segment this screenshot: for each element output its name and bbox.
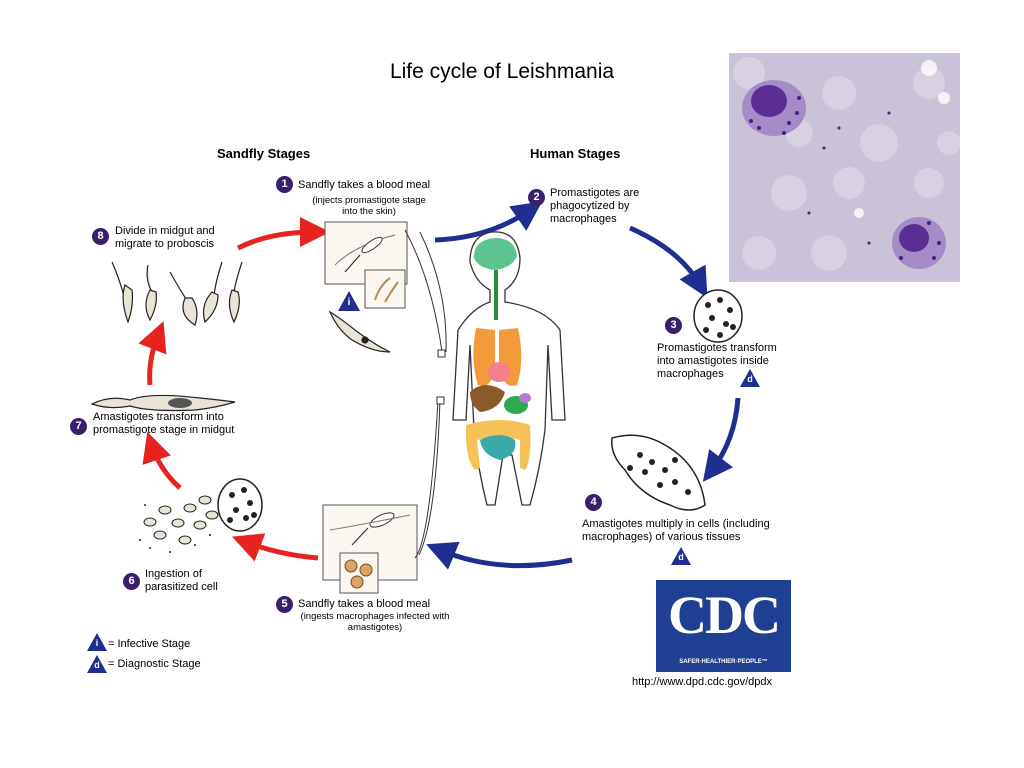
- step-4-label: Amastigotes multiply in cells (including…: [582, 518, 770, 543]
- diagnostic-stage-marker-3: [740, 369, 760, 387]
- arrow-6-to-7: [142, 431, 182, 490]
- step-5-badge: 5: [276, 596, 293, 613]
- arrow-1-to-2: [434, 201, 543, 243]
- step-3-label: Promastigotes transform into amastigotes…: [657, 342, 777, 380]
- cdc-logo-text: CDC: [668, 585, 781, 645]
- infective-stage-marker-symbol: i: [347, 297, 351, 308]
- parasitized-cell: [139, 478, 263, 553]
- diagnostic-stage-marker-4-symbol: d: [678, 552, 684, 562]
- arrow-8-to-1: [236, 217, 330, 251]
- cdc-tagline: SAFER·HEALTHIER·PEOPLE™: [679, 659, 768, 665]
- infective-stage-marker: [338, 291, 360, 311]
- legend-diagnostic-symbol: d: [94, 660, 100, 670]
- human-figure: [452, 231, 566, 506]
- arrow-2-to-3: [628, 225, 708, 299]
- legend-infective-symbol: i: [95, 638, 99, 648]
- legend-infective-marker: [87, 633, 107, 651]
- arrow-3-to-4: [702, 397, 741, 482]
- step-1-sublabel: (injects promastigote stage into the ski…: [312, 195, 426, 217]
- diagnostic-stage-marker-4: [671, 547, 691, 565]
- step-4-badge: 4: [585, 494, 602, 511]
- arrow-4-to-5: [426, 541, 573, 570]
- step-7-label: Amastigotes transform into promastigote …: [93, 411, 235, 436]
- sandfly-feeding-illustration-5: [322, 504, 418, 594]
- page-title: Life cycle of Leishmania: [389, 60, 615, 83]
- dividing-promastigotes: [111, 261, 243, 326]
- human-stages-header: Human Stages: [530, 146, 621, 161]
- step-8-badge: 8: [92, 228, 109, 245]
- step-6-label: Ingestion of parasitized cell: [145, 568, 218, 593]
- arrow-5-to-6: [231, 533, 319, 562]
- human-organs: [465, 238, 531, 470]
- legend-diagnostic-label: = Diagnostic Stage: [108, 658, 201, 670]
- sandfly-stages-header: Sandfly Stages: [217, 146, 311, 161]
- step-1-label: Sandfly takes a blood meal: [298, 179, 431, 191]
- promastigote-infective: [328, 310, 391, 353]
- step-5-sublabel: (ingests macrophages infected with amast…: [300, 611, 450, 633]
- step-6-badge: 6: [123, 573, 140, 590]
- cdc-logo: [656, 580, 791, 672]
- legend-diagnostic-marker: [87, 655, 107, 673]
- tissue-cell-with-amastigotes: [611, 434, 706, 511]
- arrow-7-to-8: [138, 321, 167, 386]
- sandfly-feeding-illustration-1: [324, 221, 408, 309]
- macrophage-with-amastigotes: [693, 289, 743, 343]
- transforming-promastigote: [90, 394, 236, 412]
- diagnostic-stage-marker-3-symbol: d: [747, 374, 753, 384]
- step-1-badge: 1: [276, 176, 293, 193]
- step-3-badge: 3: [665, 317, 682, 334]
- step-5-label: Sandfly takes a blood meal: [298, 598, 431, 610]
- connector-lines: [404, 229, 447, 559]
- step-2-label: Promastigotes are phagocytized by macrop…: [550, 187, 640, 225]
- legend-infective-label: = Infective Stage: [108, 638, 191, 650]
- micrograph-photo: [729, 53, 960, 282]
- source-url[interactable]: http://www.dpd.cdc.gov/dpdx: [632, 676, 773, 688]
- step-8-label: Divide in midgut and migrate to probosci…: [115, 225, 215, 250]
- step-2-badge: 2: [528, 189, 545, 206]
- step-7-badge: 7: [70, 418, 87, 435]
